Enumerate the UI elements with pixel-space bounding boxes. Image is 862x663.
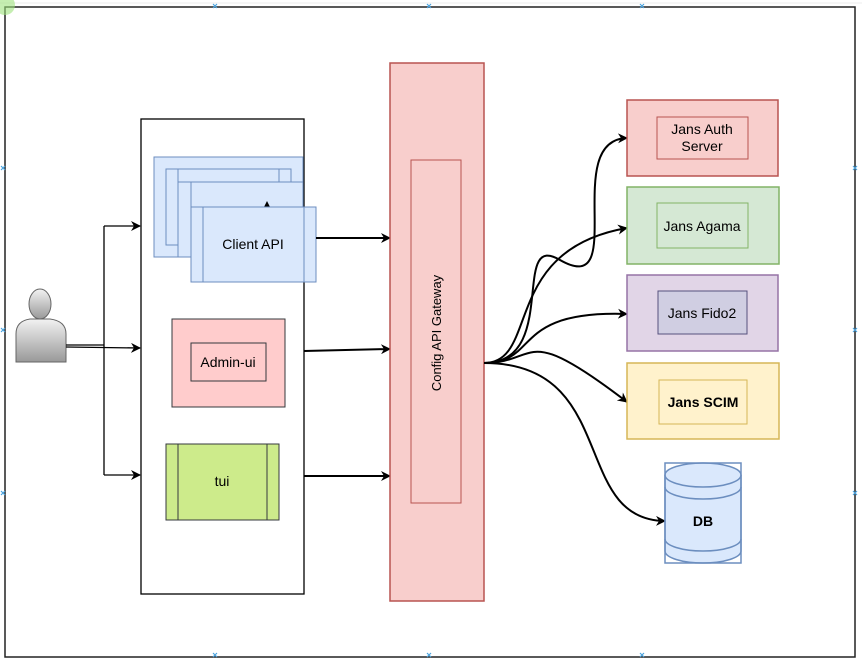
client-api-label: Client API	[222, 236, 283, 252]
jans-fido2-inner	[657, 290, 748, 335]
guide-markers	[0, 3, 858, 658]
gateway-connectors	[303, 233, 391, 481]
user-connectors	[65, 221, 141, 480]
db-node[interactable]	[664, 462, 742, 564]
tui-node[interactable]	[165, 443, 280, 521]
admin-ui-label: Admin-ui	[200, 354, 255, 370]
gateway-label: Config API Gateway	[429, 274, 444, 391]
admin-ui-inner	[190, 342, 267, 382]
user-icon	[15, 288, 67, 363]
jans-agama-inner	[656, 202, 749, 249]
selection-handle[interactable]	[0, 0, 15, 15]
jans-agama-label: Jans Agama	[663, 218, 740, 234]
gateway-inner	[410, 159, 462, 504]
jans-scim-inner	[658, 379, 748, 425]
db-label: DB	[693, 513, 713, 529]
jans-auth-server-inner	[656, 116, 749, 160]
jans-fido2-label: Jans Fido2	[668, 305, 737, 321]
service-connectors	[483, 133, 666, 526]
jans-scim-label: Jans SCIM	[668, 394, 739, 410]
tui-label: tui	[215, 473, 230, 489]
jans-auth-server-label-2: Server	[681, 138, 723, 154]
jans-auth-server-label-1: Jans Auth	[671, 121, 733, 137]
client-api-node[interactable]	[153, 156, 317, 283]
